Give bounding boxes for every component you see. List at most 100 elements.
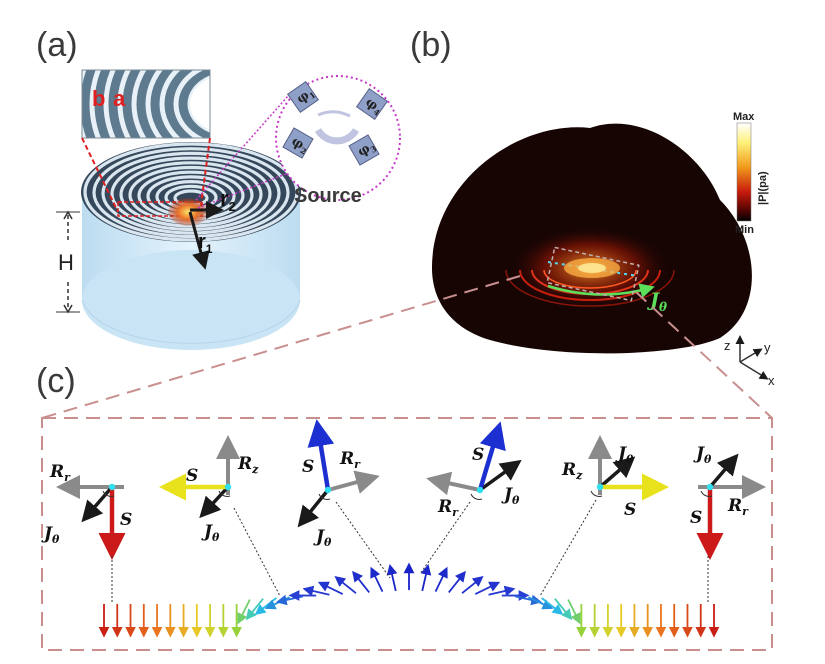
local-frame-4: S Rr Jθ [426,421,522,519]
spin-arrow [554,598,573,621]
ring [119,161,263,228]
inset-center [190,78,210,130]
zoom-line-left [81,137,119,213]
spin-arrow [237,599,251,625]
j-label: Jθ [693,444,712,466]
leader-line [539,499,597,597]
j-theta-arrow [199,485,230,519]
spin-arrow [434,566,448,593]
j-label: Jθ [501,485,520,507]
j-theta-arrow [708,453,739,489]
rotation-arc [102,490,115,497]
pressure-field-dome [432,123,752,354]
inset-ring [89,70,101,138]
r-label: Rr [727,496,749,518]
j-label: Jθ [313,527,332,549]
s-label: S [120,510,132,530]
rotation-arc [218,490,231,497]
j-theta-arrow [478,459,522,492]
s-label: S [302,457,314,477]
r-label: Rz [561,460,583,482]
svg-text:H: H [58,250,74,275]
svg-text:φ3: φ3 [355,138,378,161]
phase-tile-2: φ2 [282,127,314,159]
spin-arrow [474,581,501,595]
j-label: Jθ [615,444,634,466]
leader-line [335,501,391,579]
inset-ring [131,70,147,138]
spin-arrow [541,597,564,615]
rotation-arc [318,493,331,500]
colorbar-min: Min [735,224,754,236]
svg-text:φ1: φ1 [294,85,317,108]
r2-label: r2 [220,186,236,214]
source-label: Source [294,185,362,207]
spin-arrow [352,570,370,594]
frame-origin [324,486,332,494]
field-ring [505,269,675,307]
svg-text:z: z [724,338,731,353]
leader-line [419,501,471,575]
s-label: S [186,466,198,486]
frame-origin [476,486,484,494]
spin-arrow [461,575,484,594]
spin-arrow [448,570,466,594]
panel-label-c: (c) [36,362,76,400]
connector-right [635,291,773,419]
ring [83,142,299,242]
frame-origin [108,483,116,491]
r-label: Rr [49,462,71,484]
r-label: Rz [237,454,259,476]
zoom-line-right [199,137,211,213]
j-label: Jθ [41,524,60,546]
inset-label-a: a [113,86,126,111]
inset-ring [159,70,181,138]
flux-label: Jθ [647,289,667,314]
inset-ring [103,70,116,138]
inset-ring [117,70,131,138]
cylinder [81,142,301,350]
spin-arrow [527,596,554,610]
connector-left [41,275,521,419]
local-frame-5: S Rz Jθ [561,435,669,520]
frame-origin [224,483,232,491]
rotation-arc [700,490,713,497]
leader-lines [111,499,709,604]
colorbar-max: Max [733,111,755,123]
phase-tile-4: φ4 [355,87,389,121]
s-label: S [472,445,484,465]
source-hotspot [168,198,208,226]
svg-text:x: x [768,373,775,388]
ring [110,156,272,232]
colorbar: Max Min |P|(pa) [733,111,769,236]
svg-text:φ2: φ2 [288,134,311,157]
source-inset: φ1 φ4 φ2 φ3 [275,75,401,201]
source-line-top [195,95,289,201]
s-arrow [307,419,335,491]
spin-arrow [386,563,398,592]
s-arrow [477,421,506,491]
r1-arrow [188,211,210,270]
j-theta-arrow [297,488,330,528]
inset-label-b: b [92,86,105,111]
svg-text:φ4: φ4 [362,95,386,118]
spin-arrow-fan [98,562,720,638]
spin-arrow [317,581,344,595]
spin-arrow [420,563,432,592]
colorbar-label: |P|(pa) [757,171,769,205]
panel-label-a: (a) [36,26,78,64]
ring [92,147,290,239]
panel-label-b: (b) [410,26,452,64]
height-dimension: H [56,210,80,314]
r-axis-arrow [327,470,380,494]
s-label: S [624,500,636,520]
spin-arrow [370,566,384,593]
j-theta-arrow [598,456,636,489]
panel-c-frame [41,417,773,651]
r-label: Rr [437,497,459,519]
spin-arrow [488,585,516,597]
